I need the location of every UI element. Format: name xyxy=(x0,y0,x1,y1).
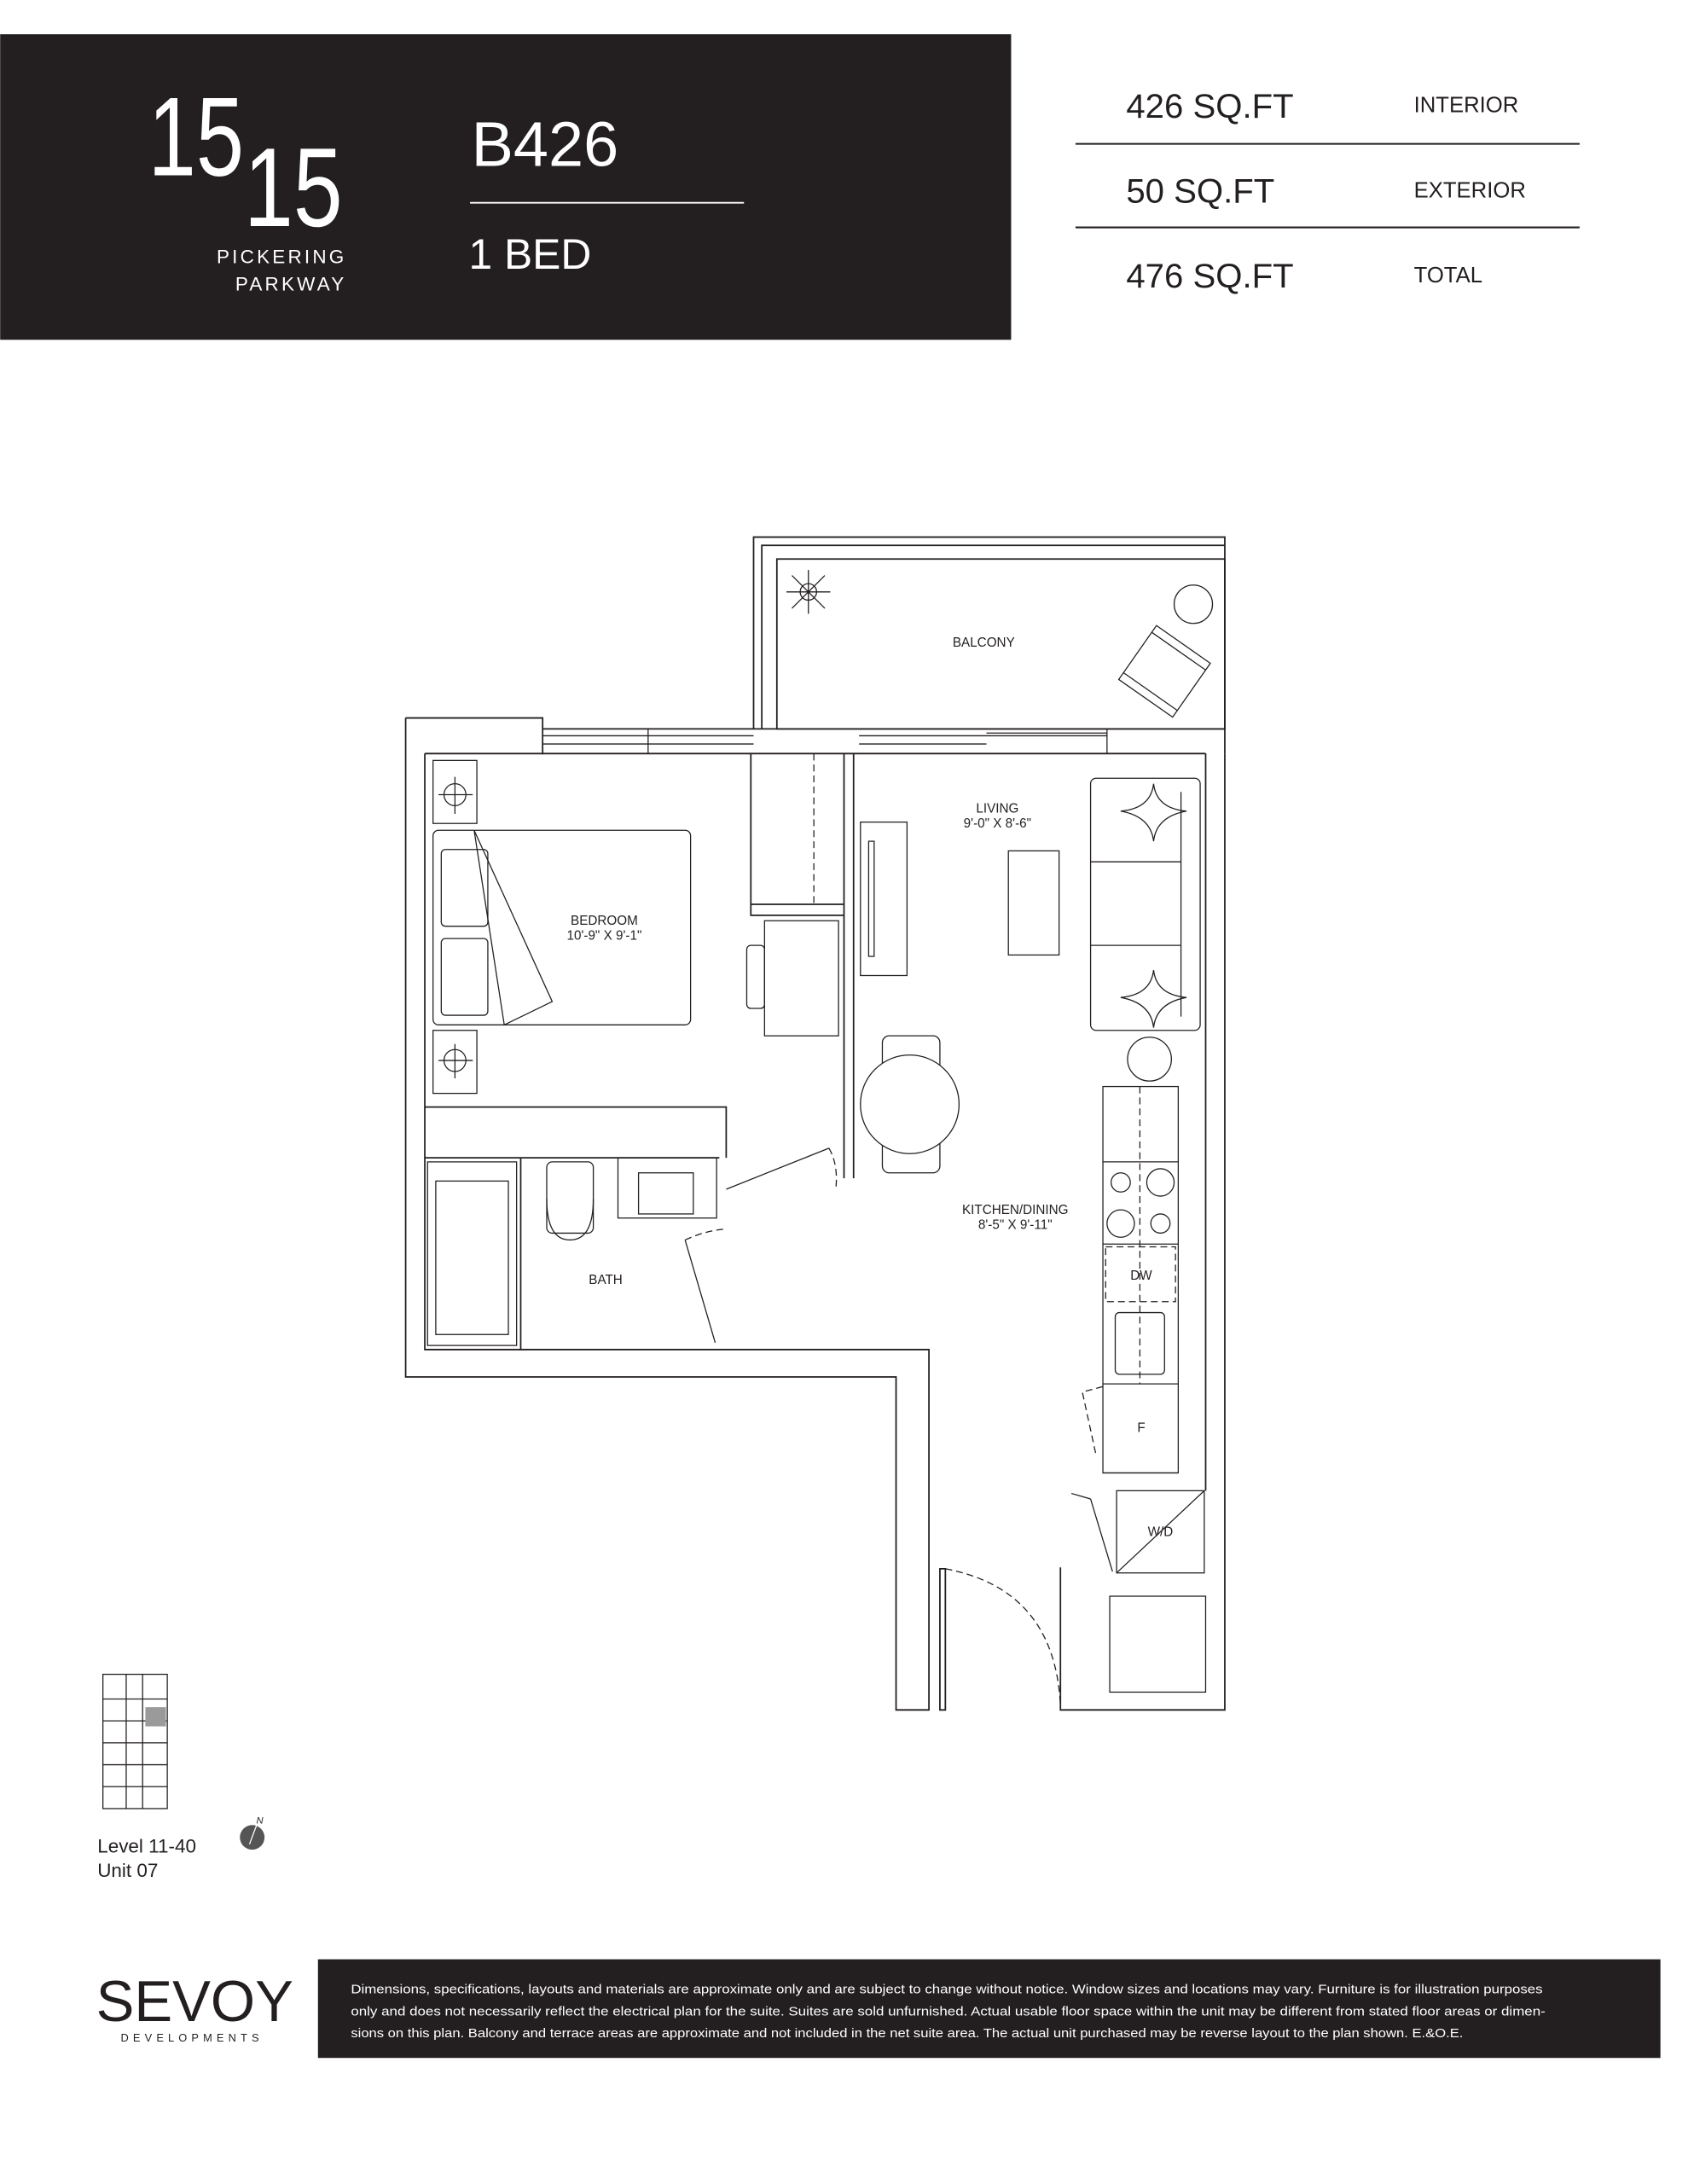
svg-text:15: 15 xyxy=(148,74,244,200)
header-panel xyxy=(0,34,1012,340)
svg-text:only and does not necessarily: only and does not necessarily reflect th… xyxy=(351,2005,1546,2018)
svg-text:N: N xyxy=(257,1816,264,1827)
svg-text:15: 15 xyxy=(244,125,343,250)
label-washer-dryer: W/D xyxy=(1148,1525,1174,1539)
room-label-living: LIVING xyxy=(976,801,1018,816)
north-compass-icon: N xyxy=(240,1816,265,1850)
svg-text:PARKWAY: PARKWAY xyxy=(235,273,347,294)
room-dimension-living: 9'-0" X 8'-6" xyxy=(964,816,1031,831)
disclaimer-panel xyxy=(317,1959,1661,2059)
exterior-area: 50 SQ.FT xyxy=(1126,172,1274,211)
svg-text:sions on this plan. Balcony an: sions on this plan. Balcony and terrace … xyxy=(351,2027,1463,2041)
svg-text:PICKERING: PICKERING xyxy=(217,246,347,267)
label-dishwasher: DW xyxy=(1130,1269,1152,1283)
area-table: 426 SQ.FT INTERIOR 50 SQ.FT EXTERIOR 476… xyxy=(1075,87,1580,295)
project-logo: 15 15 PICKERING PARKWAY xyxy=(148,74,347,295)
total-area: 476 SQ.FT xyxy=(1126,257,1293,295)
svg-text:SEVOY: SEVOY xyxy=(96,1970,293,2034)
floor-plan: BALCONY LIVING 9'-0" X 8'-6" BEDROOM 10'… xyxy=(404,536,1226,1711)
room-dimension-bedroom: 10'-9" X 9'-1" xyxy=(567,929,642,944)
room-dimension-kitchen: 8'-5" X 9'-11" xyxy=(978,1218,1053,1233)
developer-logo: SEVOY DEVELOPMENTS xyxy=(96,1970,293,2044)
room-label-balcony: BALCONY xyxy=(953,636,1015,650)
room-label-bedroom: BEDROOM xyxy=(571,914,638,928)
plant-icon xyxy=(786,570,831,614)
key-plan xyxy=(102,1673,168,1809)
unit-type: 1 BED xyxy=(468,230,591,278)
exterior-label: EXTERIOR xyxy=(1414,178,1526,202)
unit-name: B426 xyxy=(472,108,619,179)
total-label: TOTAL xyxy=(1414,264,1482,288)
label-fridge: F xyxy=(1137,1420,1145,1435)
svg-text:DEVELOPMENTS: DEVELOPMENTS xyxy=(121,2031,264,2044)
level-text: Level 11-40 xyxy=(97,1835,196,1856)
unit-text: Unit 07 xyxy=(97,1860,158,1881)
room-label-bath: BATH xyxy=(589,1273,623,1287)
interior-label: INTERIOR xyxy=(1414,94,1519,118)
room-label-kitchen: KITCHEN/DINING xyxy=(962,1203,1069,1217)
svg-text:Dimensions, specifications, la: Dimensions, specifications, layouts and … xyxy=(351,1984,1542,1997)
interior-area: 426 SQ.FT xyxy=(1126,87,1293,125)
disclaimer: Dimensions, specifications, layouts and … xyxy=(351,1984,1546,2041)
